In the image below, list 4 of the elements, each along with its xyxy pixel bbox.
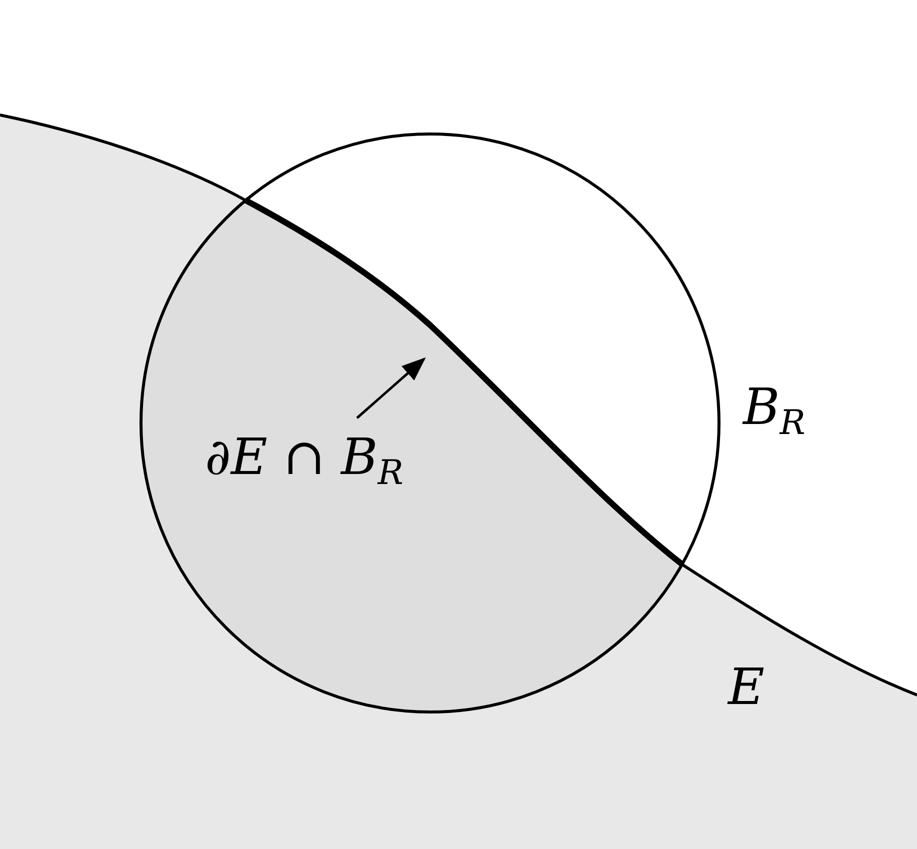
formula-label: ∂E ∩ B$_{R}$	[205, 432, 404, 490]
set-label: E	[728, 662, 764, 712]
ball-label: B$_{R}$	[743, 382, 806, 440]
leader-arrow	[356, 357, 426, 419]
